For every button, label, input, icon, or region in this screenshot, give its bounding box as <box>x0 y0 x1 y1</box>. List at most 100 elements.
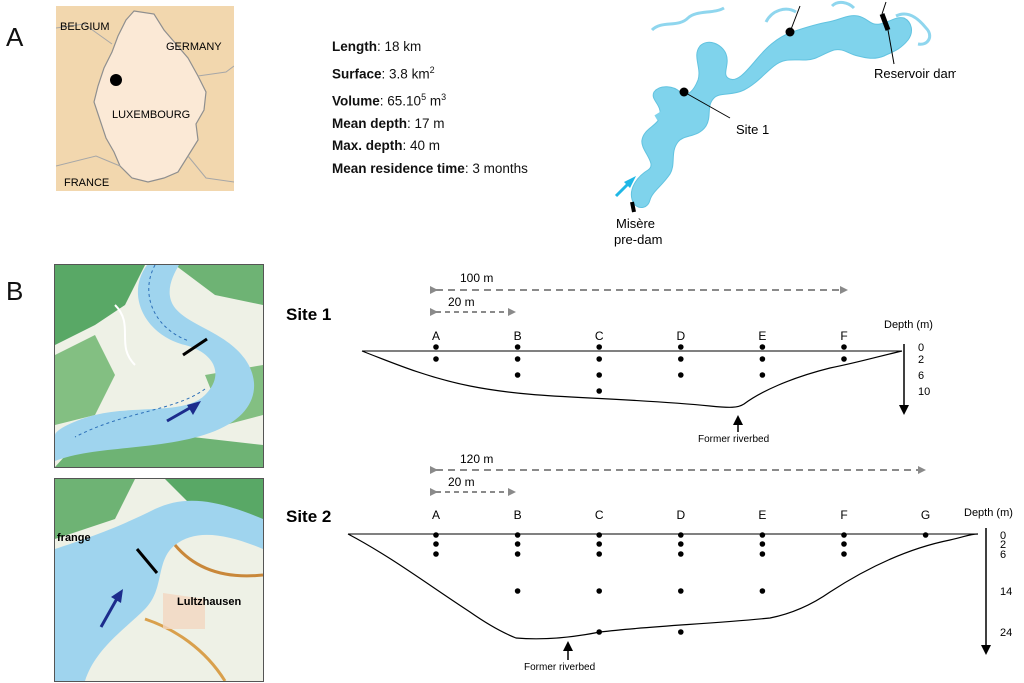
site2-station-e: E <box>758 508 766 522</box>
site2-sample-f-2m <box>841 541 847 547</box>
site2-sample-d-0m <box>678 532 684 538</box>
site1-depth-tick-2: 2 <box>918 354 924 366</box>
site1-sample-b-6m <box>514 372 521 378</box>
site2-sample-c-2m <box>596 541 602 547</box>
label-germany: GERMANY <box>166 41 222 53</box>
site1-sample-d-0m <box>678 344 684 350</box>
site1-sample-d-2m <box>678 356 684 362</box>
site1-depth-tick-0: 0 <box>918 342 924 354</box>
site2-sample-e-14m <box>759 588 766 594</box>
panel-letter-a: A <box>6 22 24 52</box>
site2-sample-g-0m <box>922 532 929 538</box>
site2-sample-d-14m <box>678 588 684 594</box>
site2-depth-tick-24: 24 <box>1000 627 1012 639</box>
site1-scale-long-label: 100 m <box>460 271 493 285</box>
site1-depth-tick-6: 6 <box>918 370 924 382</box>
site2-station-g: G <box>921 508 930 522</box>
map2-label-town: Lultzhausen <box>177 596 241 608</box>
luxembourg-shape <box>93 10 207 183</box>
site2-sample-e-0m <box>759 532 766 538</box>
reservoir-water <box>630 15 912 208</box>
site2-station-c: C <box>595 508 604 522</box>
site1-station-a: A <box>432 329 440 343</box>
site2-sample-a-2m <box>433 541 439 547</box>
site2-sample-d-24m <box>678 629 684 635</box>
site1-sample-a-0m <box>433 344 439 350</box>
lake-stats: Length: 18 km Surface: 3.8 km2 Volume: 6… <box>332 36 528 180</box>
site1-sample-b-2m <box>514 356 521 362</box>
site1-depth-tick-10: 10 <box>918 386 930 398</box>
site1-sample-a-2m <box>433 356 439 362</box>
site1-depth-label: Depth (m) <box>884 319 933 331</box>
site2-depth-tick-0: 0 <box>1000 530 1006 542</box>
reservoir-dam-marker <box>879 13 891 31</box>
site2-sample-e-2m <box>759 541 766 547</box>
label-reservoir-dam: Reservoir dam <box>874 66 956 81</box>
site1-sample-e-2m <box>759 356 766 362</box>
site2-station-f: F <box>840 508 847 522</box>
site1-station-e: E <box>758 329 766 343</box>
site2-sample-d-6m <box>678 551 684 557</box>
site1-sample-f-0m <box>841 344 847 350</box>
map2-label-frange: frange <box>57 532 91 544</box>
site2-depth-tick-14: 14 <box>1000 586 1012 598</box>
site2-sample-e-6m <box>759 551 766 557</box>
site2-bottom-profile <box>347 533 979 640</box>
site2-sample-b-6m <box>514 551 521 557</box>
site2-scale-long-label: 120 m <box>460 452 493 466</box>
site1-station-b: B <box>514 329 522 343</box>
site1-sample-c-0m <box>596 344 602 350</box>
site1-station-d: D <box>676 329 685 343</box>
site2-title: Site 2 <box>286 507 331 526</box>
site2-sample-a-0m <box>433 532 439 538</box>
stat-volume: Volume: 65.105 m3 <box>332 91 447 109</box>
site2-sample-c-14m <box>596 588 602 594</box>
site2-riverbed-label: Former riverbed <box>524 662 595 673</box>
site2-sample-d-2m <box>678 541 684 547</box>
site2-sample-b-14m <box>514 588 521 594</box>
site1-sample-e-6m <box>759 372 766 378</box>
site1-sample-e-0m <box>759 344 766 350</box>
site1-sample-d-6m <box>678 372 684 378</box>
site2-sample-f-6m <box>841 551 847 557</box>
panel-letter-b: B <box>6 276 24 306</box>
site2-station-d: D <box>676 508 685 522</box>
site2-sample-c-0m <box>596 532 602 538</box>
site2-sample-f-0m <box>841 532 847 538</box>
site2-station-b: B <box>514 508 522 522</box>
site1-sample-c-2m <box>596 356 602 362</box>
site1-bottom-profile <box>361 350 903 408</box>
site1-station-c: C <box>595 329 604 343</box>
site2-sample-a-6m <box>433 551 439 557</box>
label-belgium: BELGIUM <box>60 21 110 33</box>
site1-sample-f-2m <box>841 356 847 362</box>
stat-surface: Surface: 3.8 km2 <box>332 64 435 82</box>
reservoir-map: Reservoir dam Site 1 Misère pre-dam <box>596 0 956 252</box>
site1-sample-c-6m <box>596 372 602 378</box>
site2-depth-tick-6: 6 <box>1000 549 1006 561</box>
site1-scale-short-label: 20 m <box>448 295 475 309</box>
locator-map: BELGIUM GERMANY LUXEMBOURG FRANCE <box>56 6 234 191</box>
site2-scale-short-label: 20 m <box>448 475 475 489</box>
site2-sample-c-6m <box>596 551 602 557</box>
stat-residence-time: Mean residence time: 3 months <box>332 160 528 176</box>
site2-depth-label: Depth (m) <box>964 507 1013 519</box>
site2-sample-b-0m <box>514 532 521 538</box>
topo-map-site1 <box>54 264 264 468</box>
stat-mean-depth: Mean depth: 17 m <box>332 115 445 131</box>
topo-map-site2: frange Lultzhausen <box>54 478 264 682</box>
site1-riverbed-label: Former riverbed <box>698 434 769 445</box>
site1-title: Site 1 <box>286 305 331 324</box>
site2-sample-c-24m <box>596 629 602 635</box>
site2-sample-b-2m <box>514 541 521 547</box>
site2-depth-tick-2: 2 <box>1000 539 1006 551</box>
label-predam-1: Misère <box>616 216 655 231</box>
label-france: FRANCE <box>64 177 109 189</box>
site1-sample-c-10m <box>596 388 602 394</box>
label-site1-map: Site 1 <box>736 122 769 137</box>
stat-length: Length: 18 km <box>332 39 422 54</box>
label-predam-2: pre-dam <box>614 232 662 247</box>
label-luxembourg: LUXEMBOURG <box>112 109 190 121</box>
site2-station-a: A <box>432 508 440 522</box>
